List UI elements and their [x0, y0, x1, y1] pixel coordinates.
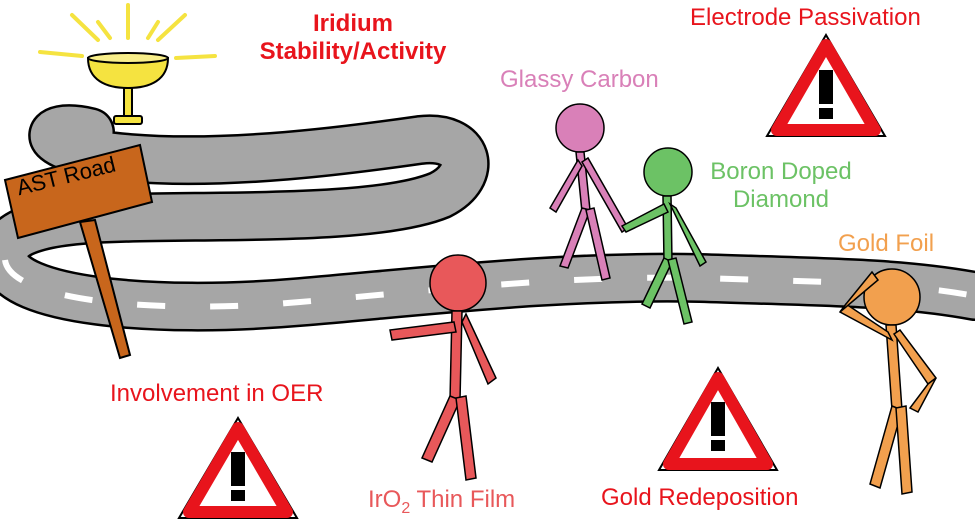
- iro2-suffix: Thin Film: [410, 486, 516, 513]
- goal-label: Iridium Stability/Activity: [228, 10, 478, 65]
- road-surface: [0, 106, 975, 330]
- glassy-carbon-label: Glassy Carbon: [500, 66, 659, 93]
- warning-sign-passivation: [765, 33, 887, 137]
- iro2-prefix: IrO: [368, 486, 402, 513]
- figure-glassy-carbon: [548, 103, 629, 281]
- goal-line-1: Iridium: [312, 10, 393, 37]
- electrode-passivation-label: Electrode Passivation: [690, 4, 921, 31]
- boron-line-2: Diamond: [732, 185, 830, 213]
- boron-doped-diamond-label: Boron Doped Diamond: [696, 158, 866, 213]
- warning-sign-redeposition: [657, 366, 779, 471]
- ast-road-sign: [3, 143, 154, 360]
- figure-gold-foil: [838, 268, 938, 495]
- goal-line-2: Stability/Activity: [259, 37, 447, 65]
- warning-sign-oer: [177, 416, 299, 519]
- boron-line-1: Boron Doped: [710, 158, 852, 185]
- iro2-subscript: 2: [401, 499, 411, 517]
- iro2-thin-film-label: IrO2 Thin Film: [368, 486, 515, 518]
- gold-redeposition-label: Gold Redeposition: [601, 484, 799, 511]
- figure-boron-doped-diamond: [620, 147, 707, 325]
- winding-road: [0, 104, 975, 332]
- figure-iro2-thin-film: [389, 254, 497, 481]
- involvement-oer-label: Involvement in OER: [110, 380, 324, 407]
- trophy-icon: [38, 3, 217, 125]
- gold-foil-label: Gold Foil: [838, 230, 935, 257]
